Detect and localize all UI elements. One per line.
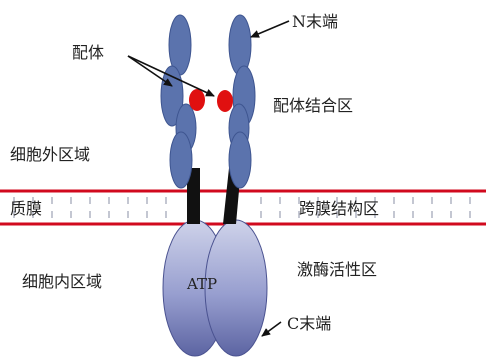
c-terminus-label: C末端 [287,314,331,333]
extracellular-domain-left-4 [170,132,192,188]
ligand-right [217,90,233,112]
n-terminus-label: N末端 [292,12,338,31]
plasma-membrane-label: 质膜 [10,199,42,218]
ligand-binding-region-label: 配体结合区 [273,96,353,115]
extracellular-domain-right-4 [229,132,251,188]
extracellular-region-label: 细胞外区域 [10,145,90,164]
transmembrane-region-label: 跨膜结构区 [299,199,379,218]
membrane-lipid-ticks [14,197,470,218]
ligand-label: 配体 [72,43,104,62]
plasma-membrane [0,191,486,224]
kinase-active-region-label: 激酶活性区 [297,260,377,279]
ligand-left [189,89,205,111]
extracellular-domain-right-1 [229,15,251,75]
arrow-n-terminus [251,21,289,37]
intracellular-region-label: 细胞内区域 [22,272,102,291]
arrow-c-terminus [262,322,281,336]
atp-label: ATP [186,275,217,293]
ligands [189,89,233,112]
